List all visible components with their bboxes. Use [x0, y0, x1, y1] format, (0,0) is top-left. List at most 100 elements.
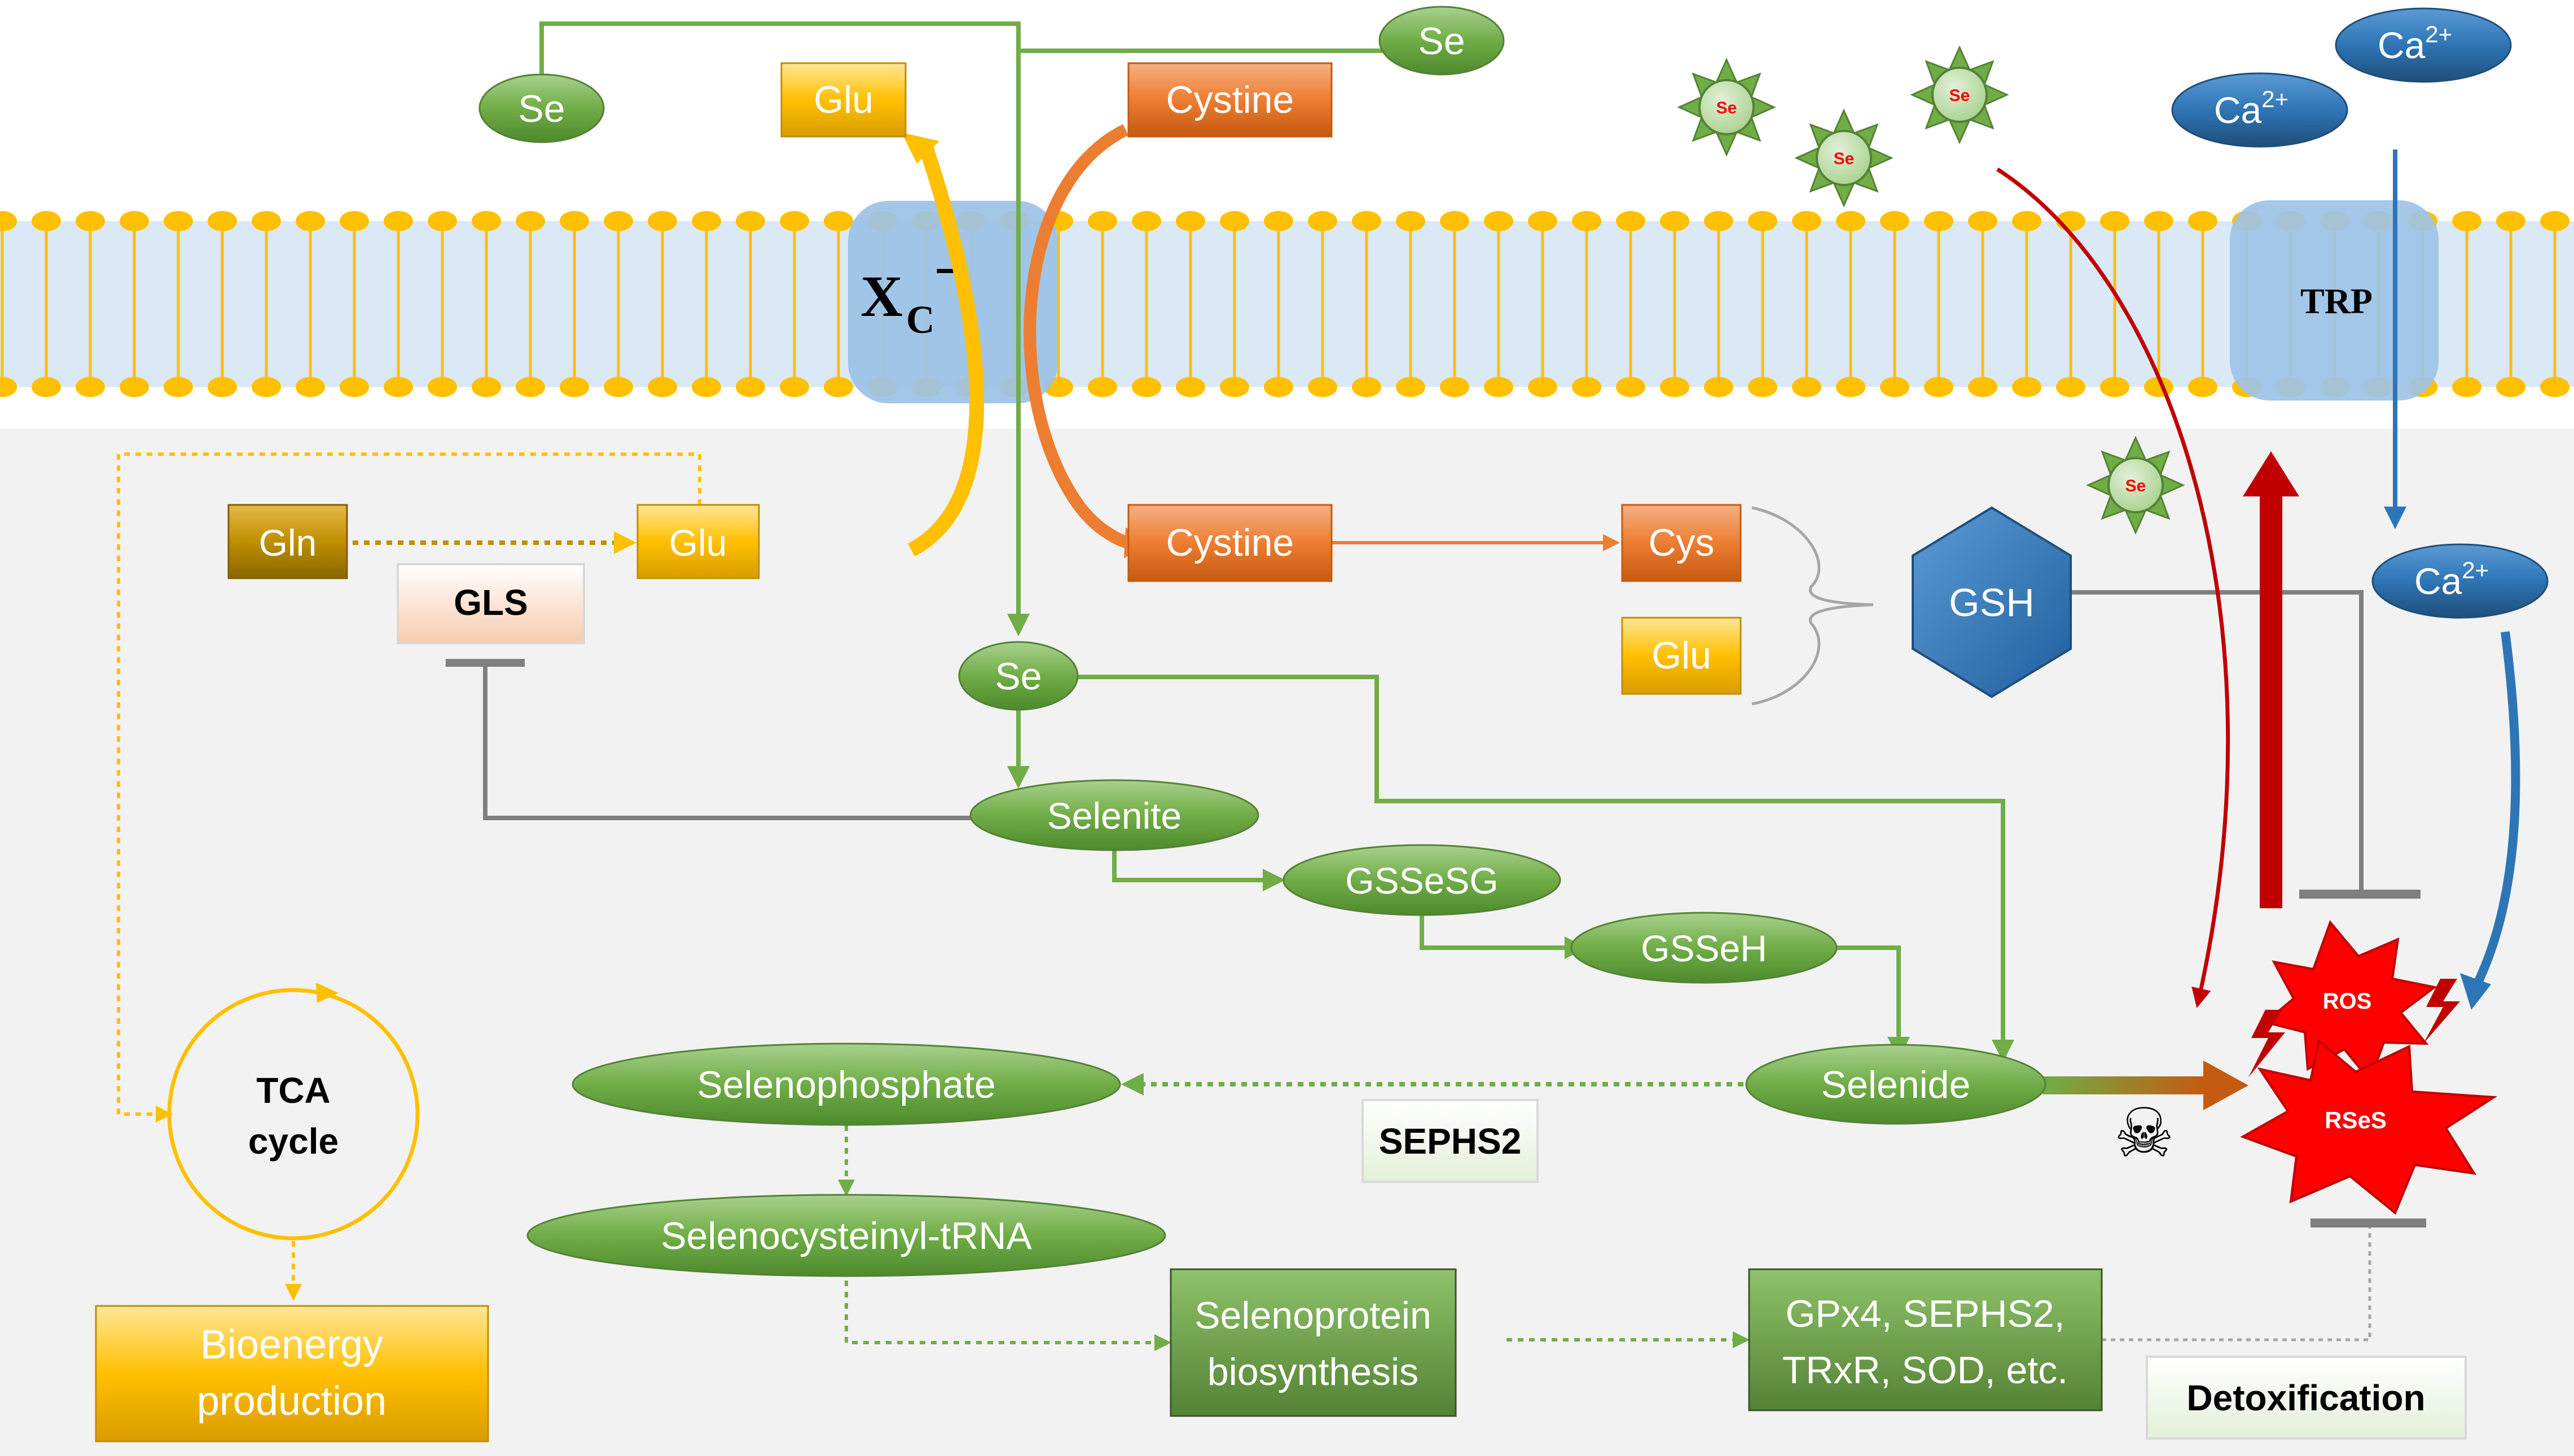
se-extracellular-left-label: Se: [518, 87, 565, 130]
selenoprotein-line1: Selenoprotein: [1194, 1294, 1431, 1337]
se-to-selenide-arrow: [1075, 675, 2014, 1062]
se-nanoparticle-1: Se: [1678, 59, 1775, 156]
bioenergy-line2: production: [197, 1379, 386, 1424]
selenide-label: Selenide: [1821, 1063, 1971, 1106]
ros-lightning-right-icon: [2423, 979, 2460, 1044]
se-nanoparticle-4-label: Se: [2125, 477, 2146, 495]
ca-extracellular-2-label: Ca2+: [2214, 86, 2289, 131]
gsseh-node: GSSeH: [1570, 912, 1838, 984]
xc-transporter-subscript: C: [906, 298, 935, 342]
gls-label: GLS: [454, 582, 528, 623]
se-nanoparticle-2-label: Se: [1834, 149, 1855, 168]
glu-extracellular-label: Glu: [814, 78, 873, 121]
glu-gsh-label: Glu: [1651, 634, 1711, 677]
se-nanoparticle-4: Se: [2087, 437, 2184, 534]
cys-label: Cys: [1648, 521, 1714, 564]
trp-channel: TRP: [2230, 200, 2439, 401]
detoxification-label: Detoxification: [2186, 1378, 2425, 1418]
trp-label: TRP: [2300, 281, 2373, 321]
gsseh-label: GSSeH: [1641, 927, 1767, 969]
cystine-intracellular-label: Cystine: [1166, 521, 1294, 564]
selenocysteinyl-trna-node: Selenocysteinyl-tRNA: [526, 1194, 1166, 1277]
se-extracellular-right: Se: [1378, 6, 1505, 76]
gls-enzyme: GLS: [397, 563, 585, 644]
bioenergy-node: Bioenergy production: [95, 1305, 489, 1442]
gln-label: Gln: [259, 522, 317, 564]
se-intracellular-label: Se: [995, 655, 1042, 698]
selenide-node: Selenide: [1745, 1044, 2046, 1125]
trna-to-selenoprotein-arrow: [845, 1269, 1171, 1351]
rses-burst: RSeS: [2240, 1039, 2498, 1215]
selenite-inhibits-gls: [483, 663, 979, 820]
gsh-label: GSH: [1949, 580, 2035, 624]
ca-extracellular-1-label: Ca2+: [2378, 21, 2452, 66]
antioxidant-enzymes-node: GPx4, SEPHS2, TRxR, SOD, etc.: [1748, 1268, 2103, 1411]
gssesg-label: GSSeSG: [1345, 860, 1498, 901]
ros-label: ROS: [2323, 989, 2372, 1014]
selenoprotein-line2: biosynthesis: [1207, 1351, 1418, 1393]
se-import-arrows: [539, 21, 1382, 636]
toxicity-skull-icon: ☠: [2114, 1096, 2175, 1171]
glu-to-tca-arrow: [117, 452, 701, 1123]
xc-transporter-label: X: [860, 264, 903, 329]
se-extracellular-right-label: Se: [1418, 20, 1465, 63]
ca-extracellular-1: Ca2+: [2335, 7, 2512, 83]
gsh-node: GSH: [1912, 506, 2072, 698]
enzymes-line1: GPx4, SEPHS2,: [1785, 1292, 2065, 1335]
cell-membrane: [0, 203, 2574, 406]
tca-line2: cycle: [248, 1121, 339, 1162]
gln-node: Gln: [227, 504, 348, 579]
glu-extracellular: Glu: [780, 62, 907, 138]
bioenergy-line1: Bioenergy: [200, 1322, 383, 1367]
gssesg-to-gsseh-arrow: [1420, 914, 1587, 959]
rses-label: RSeS: [2325, 1107, 2387, 1133]
ca-to-ros-arrowhead: [2460, 973, 2491, 1010]
selenite-node: Selenite: [969, 779, 1259, 851]
selenophosphate-node: Selenophosphate: [572, 1042, 1121, 1126]
cystine-import-arrow: [1024, 124, 1130, 549]
se-nanoparticle-3: Se: [1911, 46, 2008, 143]
sephs2-enzyme: SEPHS2: [1361, 1099, 1539, 1183]
cystine-extracellular: Cystine: [1127, 62, 1333, 138]
cys-node: Cys: [1621, 504, 1742, 582]
ca-intracellular: Ca2+: [2371, 543, 2549, 619]
glu-export-arrowhead: [902, 133, 939, 164]
selenophosphate-label: Selenophosphate: [697, 1063, 995, 1106]
se-nanoparticle-3-label: Se: [1949, 86, 1970, 105]
gsseh-selenide-arrow: [1819, 936, 1910, 1059]
selenide-to-rses-arrowhead: [2203, 1061, 2248, 1110]
se-intracellular: Se: [958, 641, 1079, 711]
selenide-to-rses-arrow: [2042, 1076, 2206, 1094]
ca-intracellular-label: Ca2+: [2414, 557, 2489, 602]
enzymes-line2: TRxR, SOD, etc.: [1782, 1349, 2068, 1392]
detoxification-label-box: Detoxification: [2146, 1356, 2467, 1440]
ros-lightning-left-icon: [2248, 1010, 2285, 1077]
cystine-intracellular: Cystine: [1127, 504, 1333, 582]
glu-gls-node: Glu: [636, 504, 760, 579]
ros-activates-trp-arrow: [2260, 491, 2282, 908]
sephs2-label: SEPHS2: [1379, 1121, 1522, 1162]
cystine-extracellular-label: Cystine: [1166, 78, 1294, 121]
nanoparticle-to-ros-arrow: [1996, 168, 2230, 1008]
tca-cycle: TCA cycle: [167, 983, 420, 1241]
glu-gsh-node: Glu: [1621, 617, 1742, 695]
glu-gls-label: Glu: [669, 522, 727, 564]
ca-to-ros-arrow: [2472, 631, 2520, 987]
glu-export-arrow: [907, 143, 984, 557]
enzymes-inhibit-rses: [2102, 1224, 2371, 1341]
selenocysteinyl-trna-label: Selenocysteinyl-tRNA: [661, 1215, 1032, 1257]
cys-glu-bracket: [1751, 506, 1874, 706]
gssesg-node: GSSeSG: [1282, 844, 1561, 916]
ca-extracellular-2: Ca2+: [2171, 72, 2348, 148]
selenite-label: Selenite: [1047, 795, 1182, 837]
xc-transporter: X C −: [848, 201, 1058, 403]
se-extracellular-left: Se: [478, 73, 605, 143]
tca-line1: TCA: [256, 1070, 331, 1111]
selenoprotein-biosynthesis-node: Selenoprotein biosynthesis: [1170, 1268, 1457, 1417]
se-nanoparticle-1-label: Se: [1716, 99, 1737, 117]
gsh-inhibits-ros: [2071, 590, 2364, 894]
ros-activates-trp-arrowhead: [2243, 451, 2299, 496]
se-nanoparticle-2: Se: [1795, 109, 1892, 206]
selenite-to-gssesg-arrow: [1112, 846, 1285, 891]
